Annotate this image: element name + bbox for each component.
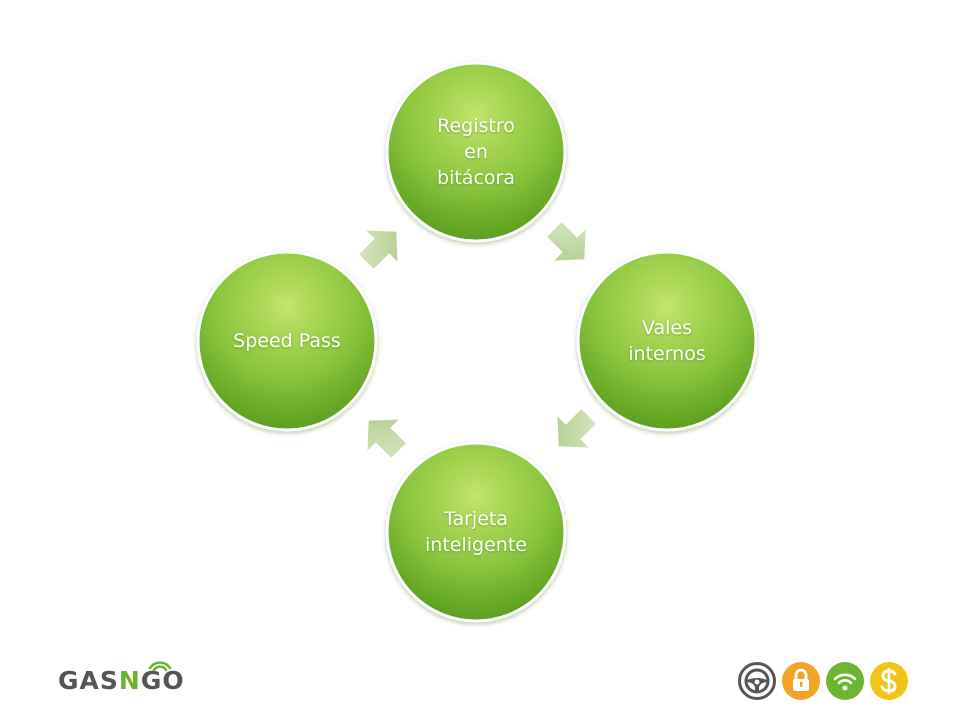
logo-wordmark: GASNGO [58, 666, 185, 695]
steering-wheel-icon [738, 662, 776, 700]
node-label-registro: Registro en bitácora [437, 115, 515, 189]
logo-signal-icon [148, 661, 172, 672]
arrow-speed-to-registro [357, 228, 400, 271]
dollar-icon [870, 662, 908, 700]
node-speed [196, 250, 378, 432]
arrow-tarjeta-to-speed [365, 417, 408, 460]
logo-prefix: GAS [58, 666, 119, 695]
arrow-registro-to-vales [545, 220, 588, 263]
node-registro [385, 61, 567, 243]
gasngo-logo: GASNGO [58, 656, 208, 700]
node-label-tarjeta: Tarjeta inteligente [425, 508, 527, 556]
lock-icon [782, 662, 820, 700]
feature-badges [738, 662, 914, 706]
node-vales [576, 250, 758, 432]
node-label-speed: Speed Pass [233, 330, 341, 352]
logo-n: N [118, 666, 141, 695]
logo-suffix: GO [140, 666, 185, 695]
wifi-icon [826, 662, 864, 700]
node-tarjeta [385, 441, 567, 623]
arrow-vales-to-tarjeta [555, 407, 598, 450]
node-label-vales: Vales internos [628, 317, 706, 365]
